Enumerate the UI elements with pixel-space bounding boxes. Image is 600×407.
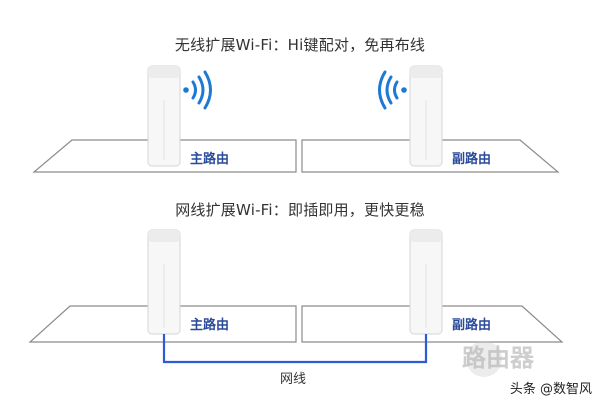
network-cable-line	[162, 334, 428, 364]
bottom-heading: 网线扩展Wi-Fi：即插即用，更快更稳	[175, 201, 425, 219]
top-heading: 无线扩展Wi-Fi：Hi键配对，免再布线	[174, 36, 426, 54]
top-main-router-label: 主路由	[190, 152, 230, 167]
bottom-sub-router-device	[409, 229, 443, 335]
logo-text: 路由器	[462, 344, 534, 372]
watermark-text: 头条 @数智风	[509, 382, 592, 397]
bottom-sub-router-label: 副路由	[452, 318, 492, 333]
wifi-signal-icon-right	[183, 70, 212, 110]
bottom-floor	[28, 305, 564, 343]
cable-label: 网线	[280, 372, 307, 387]
wifi-signal-icon-left	[378, 70, 407, 110]
bottom-main-router-label: 主路由	[190, 318, 230, 333]
top-main-router-device	[147, 65, 181, 167]
logo-badge-icon	[466, 341, 502, 377]
top-sub-router-device	[409, 65, 443, 167]
bottom-main-router-device	[147, 229, 181, 335]
top-floor	[32, 139, 560, 173]
top-sub-router-label: 副路由	[452, 152, 492, 167]
